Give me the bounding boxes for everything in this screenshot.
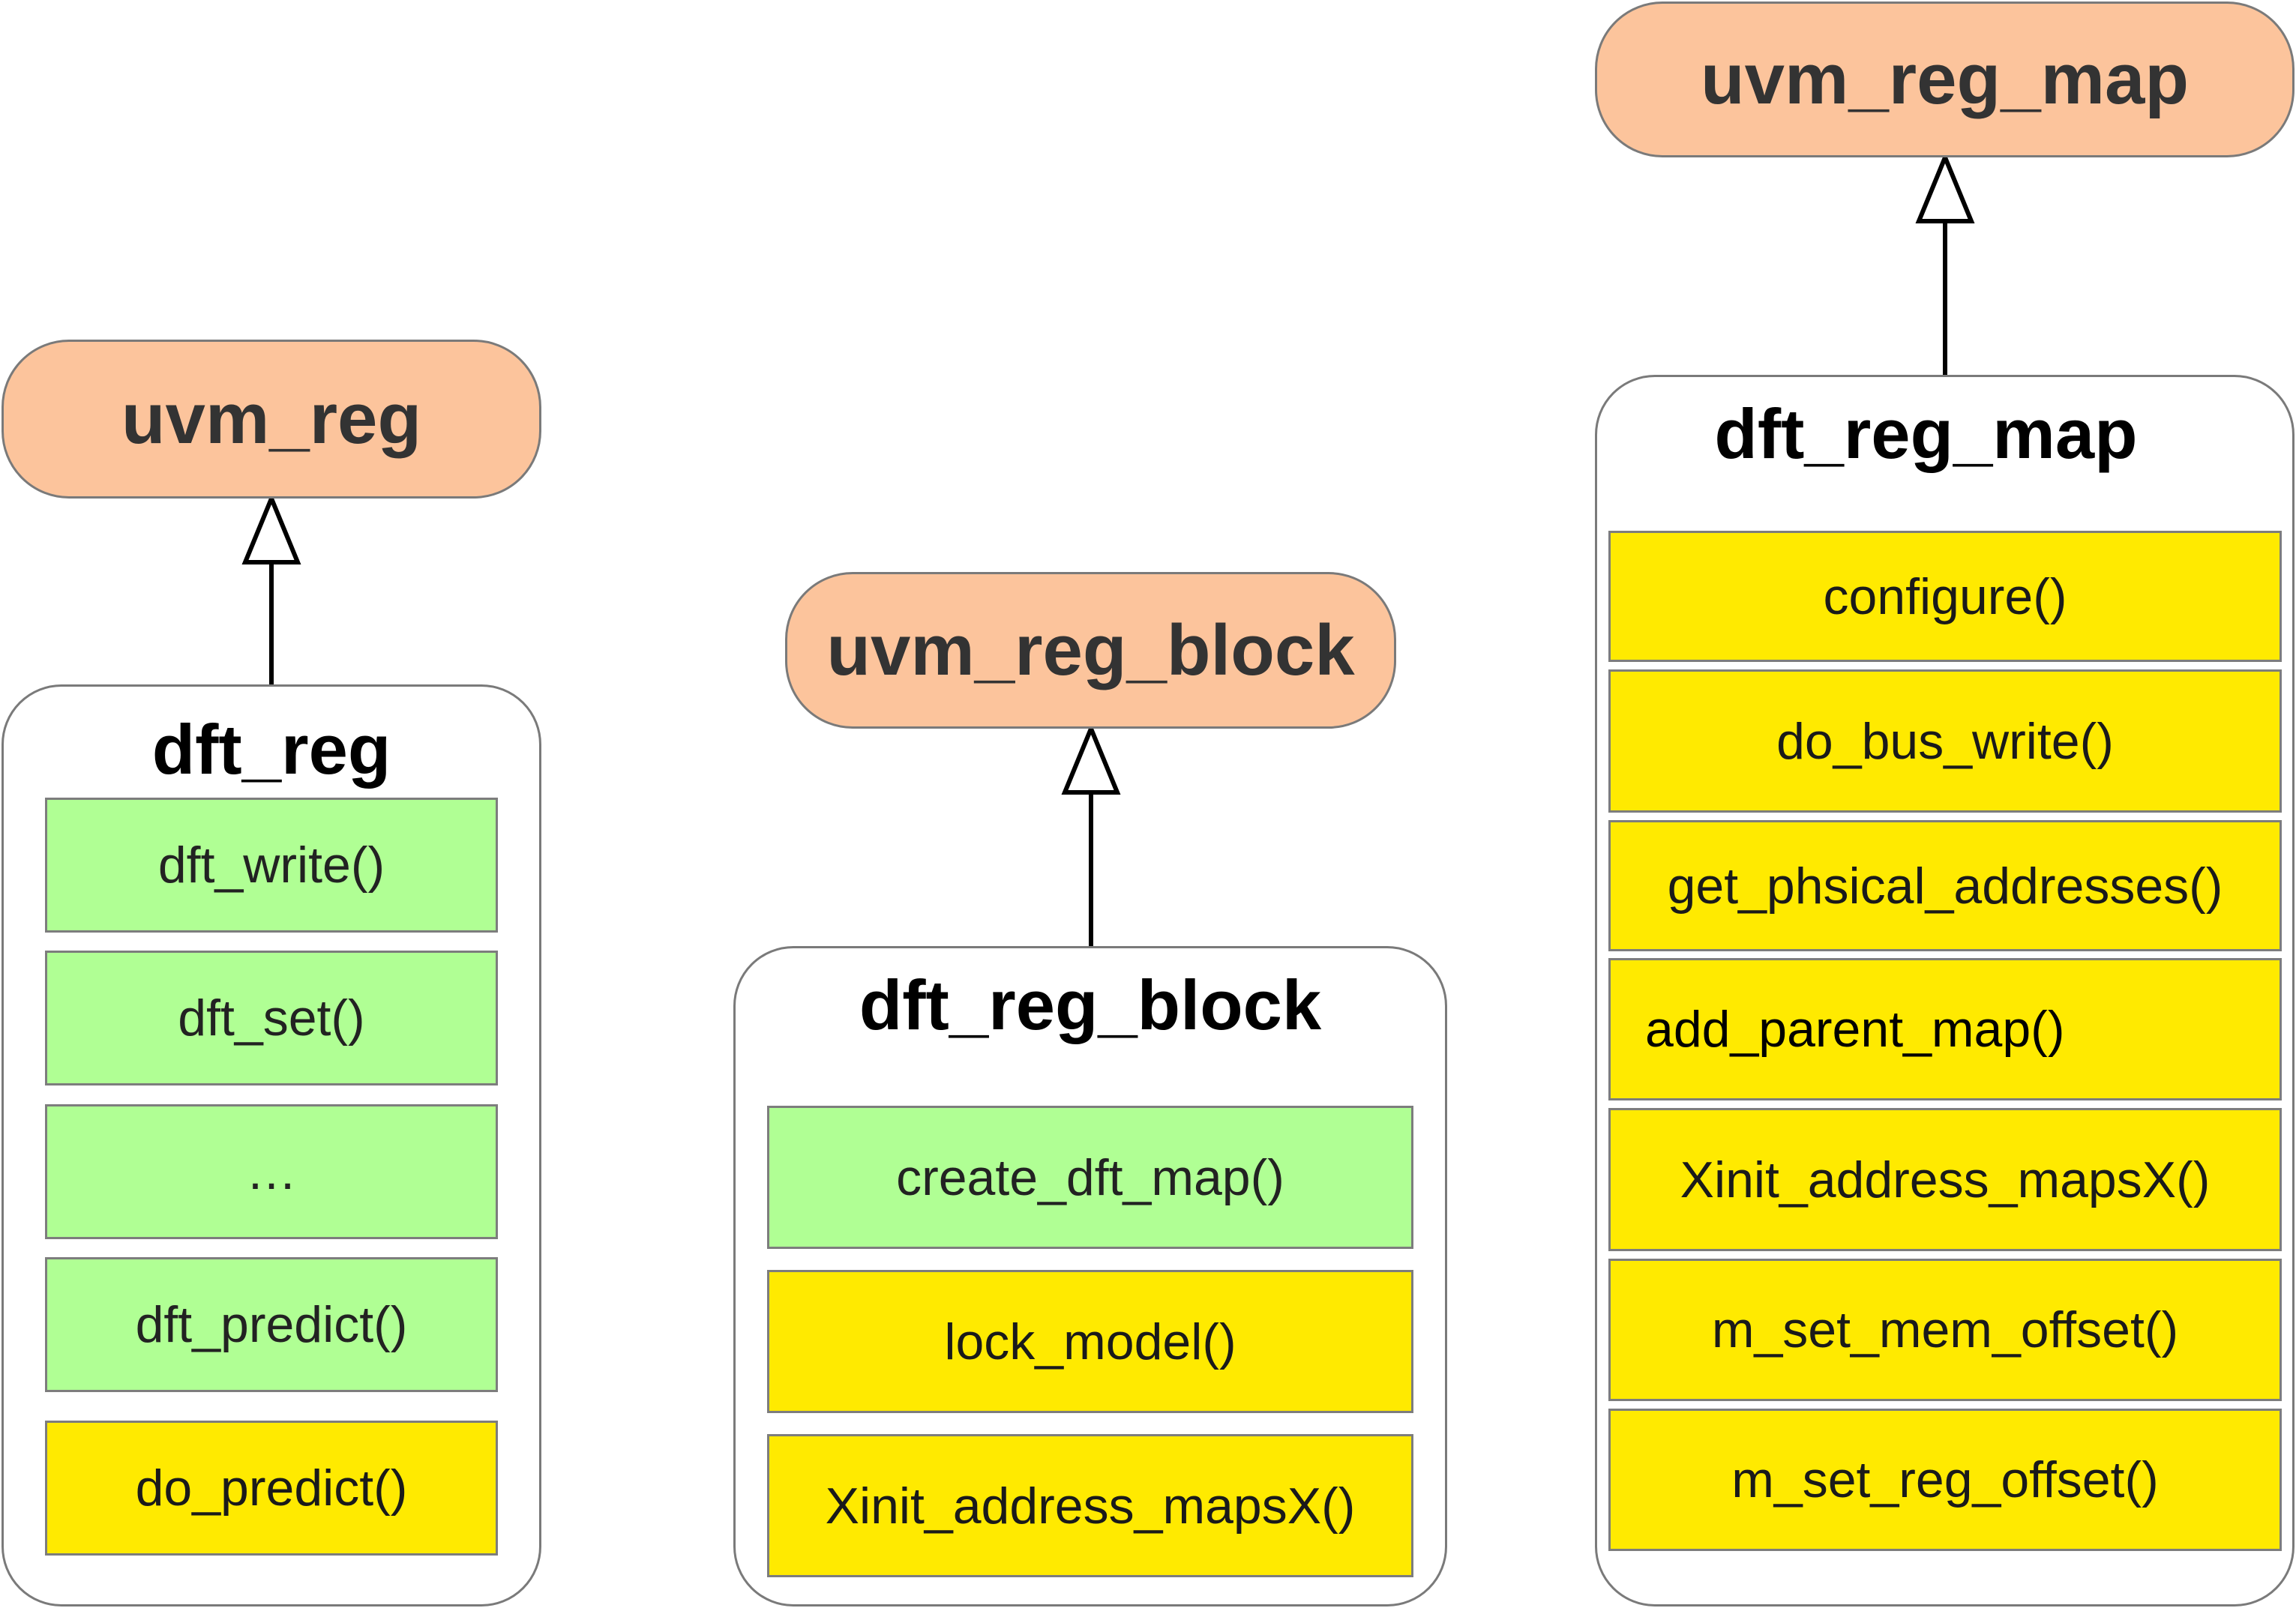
parent-class-uvm-reg-block: uvm_reg_block	[785, 572, 1396, 729]
method-add-parent-map: add_parent_map()	[1608, 958, 2282, 1100]
inheritance-arrowhead-dft-reg-map	[1915, 151, 1975, 223]
method-dft-predict: dft_predict()	[45, 1257, 498, 1392]
method-dft-write: dft_write()	[45, 798, 498, 933]
method-m-set-mem-offset: m_set_mem_offset()	[1608, 1259, 2282, 1401]
method-dft-set: dft_set()	[45, 951, 498, 1085]
class-title: dft_reg	[151, 710, 391, 789]
method-xinit-address-mapsx: Xinit_address_mapsX()	[767, 1434, 1413, 1577]
method-create-dft-map: create_dft_map()	[767, 1106, 1413, 1249]
method-lock-model: lock_model()	[767, 1270, 1413, 1413]
method-do-predict: do_predict()	[45, 1421, 498, 1556]
method-ellipsis: …	[45, 1104, 498, 1239]
method-m-set-reg-offset: m_set_reg_offset()	[1608, 1409, 2282, 1551]
inheritance-arrowhead-dft-reg	[241, 493, 301, 564]
inheritance-arrowhead-dft-reg-block	[1061, 723, 1121, 795]
method-xinit-address-mapsx: Xinit_address_mapsX()	[1608, 1108, 2282, 1251]
method-get-phsical-addresses: get_phsical_addresses()	[1608, 820, 2282, 951]
method-do-bus-write: do_bus_write()	[1608, 669, 2282, 813]
parent-class-uvm-reg: uvm_reg	[1, 340, 541, 499]
class-title: dft_reg_map	[1714, 394, 2138, 473]
class-title: dft_reg_block	[859, 966, 1322, 1044]
method-configure: configure()	[1608, 531, 2282, 662]
parent-class-uvm-reg-map: uvm_reg_map	[1595, 1, 2295, 157]
